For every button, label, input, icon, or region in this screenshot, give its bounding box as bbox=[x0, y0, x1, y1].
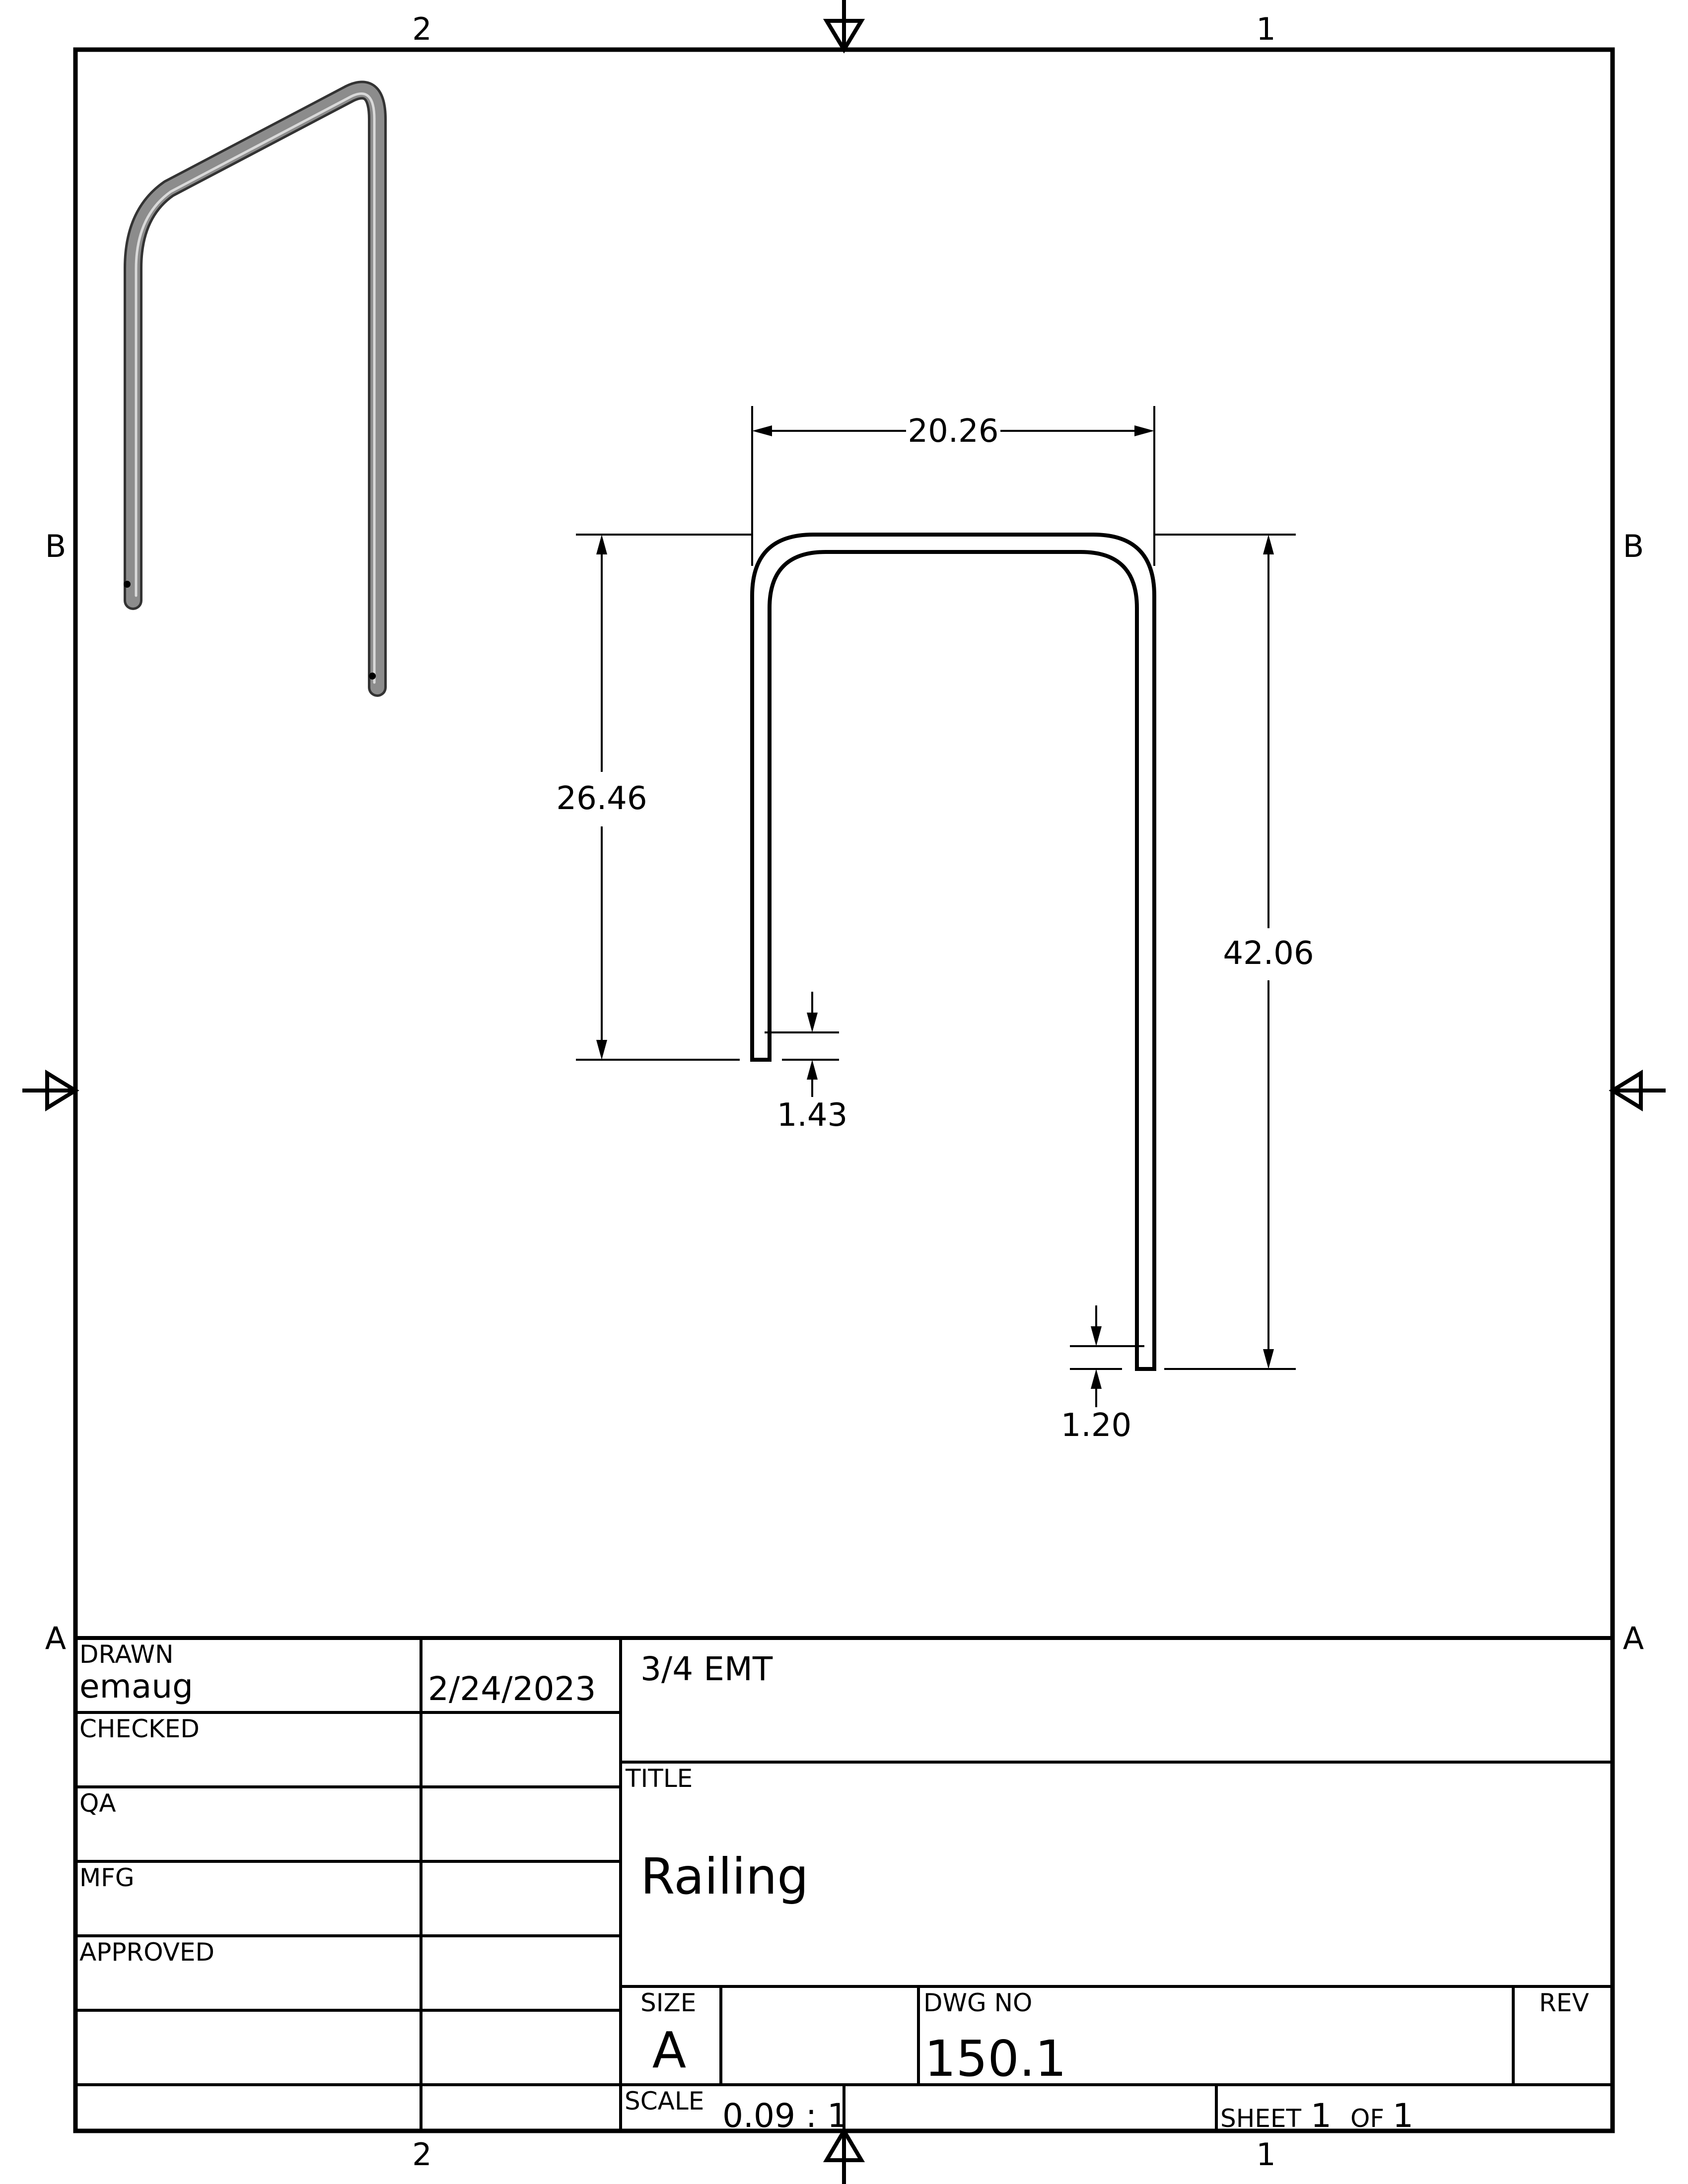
centering-mark-top bbox=[823, 0, 865, 54]
drawn-date: 2/24/2023 bbox=[428, 1670, 596, 1708]
zone-label-bottom-1: 1 bbox=[1256, 2136, 1275, 2173]
sheet-border bbox=[73, 47, 1615, 2133]
dimension-long-leg bbox=[1154, 534, 1296, 1370]
dimension-long-end bbox=[1070, 1305, 1144, 1407]
scale-value: 0.09 : 1 bbox=[722, 2097, 848, 2135]
material: 3/4 EMT bbox=[640, 1650, 773, 1688]
of-label: OF bbox=[1350, 2104, 1384, 2133]
title-block bbox=[75, 1636, 1613, 2131]
dimension-long-end-label: 1.20 bbox=[1061, 1407, 1132, 1444]
zone-label-top-2: 2 bbox=[412, 11, 431, 47]
dimension-width-label: 20.26 bbox=[908, 413, 998, 450]
dimension-short-end bbox=[765, 992, 839, 1097]
centering-mark-right bbox=[1609, 1069, 1666, 1112]
sheet-total: 1 bbox=[1393, 2097, 1413, 2135]
drawn-by: emaug bbox=[79, 1667, 193, 1706]
dimension-long-leg-label: 42.06 bbox=[1223, 935, 1314, 972]
front-railing-view bbox=[750, 533, 1156, 1371]
zone-label-top-1: 1 bbox=[1256, 11, 1275, 47]
dimension-short-leg-label: 26.46 bbox=[556, 780, 647, 817]
zone-label-right-a: A bbox=[1623, 1620, 1644, 1656]
rev-label: REV bbox=[1539, 1988, 1589, 2017]
dimension-short-leg bbox=[576, 534, 752, 1061]
drawing-title: Railing bbox=[640, 1847, 809, 1906]
zone-label-right-b: B bbox=[1623, 528, 1644, 564]
centering-mark-bottom bbox=[823, 2127, 865, 2184]
dwg-no-label: DWG NO bbox=[923, 1988, 1032, 2017]
sheet-label: SHEET bbox=[1220, 2104, 1302, 2133]
size-value: A bbox=[652, 2021, 686, 2079]
sheet-number: 1 bbox=[1311, 2097, 1332, 2135]
zone-label-left-b: B bbox=[45, 528, 67, 564]
qa-label: QA bbox=[79, 1789, 116, 1818]
scale-label: SCALE bbox=[625, 2087, 704, 2116]
zone-label-bottom-2: 2 bbox=[412, 2136, 431, 2173]
checked-label: CHECKED bbox=[79, 1714, 200, 1743]
title-label: TITLE bbox=[625, 1764, 693, 1793]
centering-mark-left bbox=[22, 1069, 79, 1112]
mfg-label: MFG bbox=[79, 1863, 135, 1892]
isometric-railing-view bbox=[124, 80, 387, 697]
dimension-width bbox=[751, 406, 1155, 566]
approved-label: APPROVED bbox=[79, 1938, 214, 1967]
dwg-no-value: 150.1 bbox=[924, 2030, 1066, 2088]
drawn-label: DRAWN bbox=[79, 1640, 174, 1669]
size-label: SIZE bbox=[640, 1988, 696, 2017]
zone-label-left-a: A bbox=[45, 1620, 66, 1656]
dimension-short-end-label: 1.43 bbox=[777, 1097, 848, 1134]
